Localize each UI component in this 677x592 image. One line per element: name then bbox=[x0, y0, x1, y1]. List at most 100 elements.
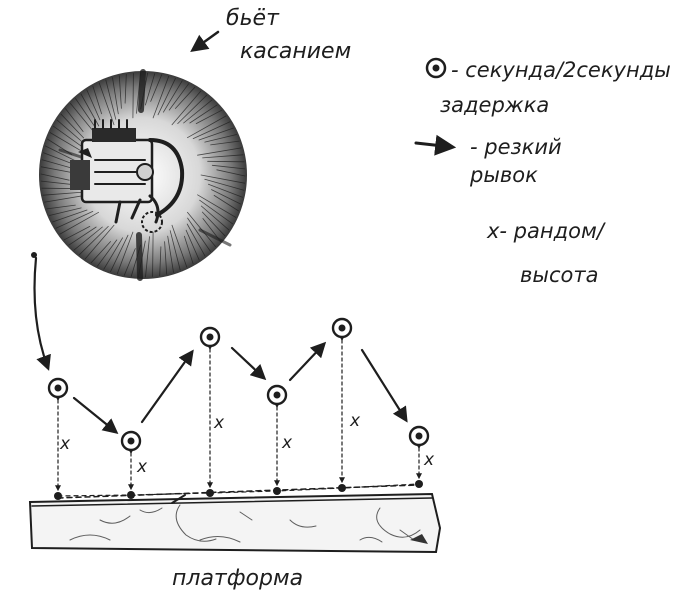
hatch-stroke bbox=[46, 204, 76, 210]
hatch-stroke bbox=[116, 231, 134, 275]
hatch-stroke bbox=[68, 226, 97, 246]
entry-arrow bbox=[33, 256, 51, 371]
height-mark-1: x bbox=[59, 434, 71, 454]
touch-pointer-arrow bbox=[190, 30, 220, 53]
hatch-stroke bbox=[167, 235, 174, 273]
hatch-stroke bbox=[207, 160, 245, 163]
hatch-stroke bbox=[210, 140, 240, 146]
hatch-stroke bbox=[197, 147, 242, 156]
pause-marker-center-2 bbox=[127, 437, 135, 445]
platform-label: платформа bbox=[172, 566, 303, 591]
hatch-stroke bbox=[118, 75, 122, 109]
hatch-stroke bbox=[105, 79, 117, 120]
dash-arrows bbox=[31, 252, 408, 434]
hatch-stroke bbox=[171, 90, 202, 126]
hatch-stroke bbox=[73, 226, 103, 251]
hatch-stroke bbox=[145, 236, 150, 278]
dash-arrow-2 bbox=[140, 349, 194, 424]
hatch-stroke bbox=[187, 115, 227, 139]
height-mark-5: x bbox=[349, 411, 361, 431]
hatch-stroke bbox=[157, 77, 176, 116]
height-mark-2: x bbox=[136, 457, 148, 477]
hatch-stroke bbox=[42, 191, 84, 196]
hatch-stroke bbox=[92, 85, 102, 115]
hatch-stroke bbox=[197, 194, 237, 218]
hatch-stroke bbox=[200, 174, 246, 184]
floor-point-2 bbox=[127, 491, 135, 499]
robot-icon bbox=[70, 119, 185, 233]
hatch-stroke bbox=[175, 86, 196, 109]
hatch-stroke bbox=[213, 195, 239, 212]
hatch-stroke bbox=[110, 234, 129, 273]
hatch-stroke bbox=[202, 211, 226, 237]
enemy-sketch-illustration bbox=[39, 69, 247, 281]
hatch-stroke bbox=[90, 241, 111, 264]
hatch-stroke bbox=[189, 104, 218, 124]
hatch-stroke bbox=[145, 73, 156, 106]
hatch-stroke bbox=[152, 75, 170, 119]
x-legend-line2: высота bbox=[520, 263, 598, 287]
hatch-stroke bbox=[65, 108, 84, 132]
hatch-stroke bbox=[211, 189, 242, 205]
height-labels: x x x x x x bbox=[59, 411, 435, 477]
hatch-stroke bbox=[40, 180, 75, 186]
hatch-stroke bbox=[56, 119, 86, 145]
arrow-legend-line2: рывок bbox=[469, 163, 538, 187]
hatch-stroke bbox=[202, 154, 244, 159]
x-legend-line1: x- рандом/ bbox=[486, 219, 606, 243]
pause-marker-center-1 bbox=[54, 384, 62, 392]
floor-point-4 bbox=[273, 487, 281, 495]
hatch-stroke bbox=[132, 73, 134, 119]
hatch-stroke bbox=[44, 145, 75, 161]
pause-marker-icon bbox=[425, 57, 447, 79]
floor-point-6 bbox=[415, 480, 423, 488]
height-mark-4: x bbox=[281, 433, 293, 453]
floor-point-3 bbox=[206, 489, 214, 497]
hatch-stroke bbox=[164, 241, 168, 275]
hatch-stroke bbox=[204, 178, 245, 191]
hatch-stroke bbox=[52, 209, 88, 223]
touch-attack-label-line1: бьёт bbox=[226, 6, 280, 31]
hatch-stroke bbox=[112, 77, 119, 115]
hatch-stroke bbox=[84, 224, 115, 260]
hatch-stroke bbox=[211, 164, 246, 170]
hatch-stroke bbox=[169, 230, 181, 271]
hatch-stroke bbox=[152, 231, 154, 277]
hatch-stroke bbox=[86, 89, 101, 121]
start-dot bbox=[31, 252, 37, 258]
hatch-stroke bbox=[79, 226, 109, 256]
floor-point-5 bbox=[338, 484, 346, 492]
hatch-stroke bbox=[40, 173, 70, 181]
floor-point-1 bbox=[54, 492, 62, 500]
pause-marker-center-6 bbox=[415, 432, 423, 440]
hatch-stroke bbox=[208, 183, 243, 198]
pause-marker-center-5 bbox=[338, 324, 346, 332]
hatch-stroke bbox=[123, 248, 136, 276]
hatch-stroke bbox=[198, 127, 234, 141]
hatch-stroke bbox=[98, 82, 115, 126]
dash-arrow-4 bbox=[288, 341, 327, 382]
hatch-stroke bbox=[187, 217, 211, 252]
legend: - секунда/2секунды задержка - резкий рыв… bbox=[414, 57, 671, 287]
hatch-stroke bbox=[204, 134, 237, 143]
hatch-stroke bbox=[150, 74, 163, 102]
hatch-stroke bbox=[55, 211, 94, 229]
hatch-stroke bbox=[199, 199, 233, 225]
hatch-stroke bbox=[124, 74, 127, 104]
hatch-stroke bbox=[200, 205, 230, 231]
arrow-legend-line1: - резкий bbox=[470, 135, 562, 159]
hatch-stroke bbox=[186, 223, 206, 257]
hatch-stroke bbox=[59, 211, 99, 235]
hatch-stroke bbox=[177, 94, 207, 124]
dash-arrow-1 bbox=[72, 396, 119, 434]
hatch-stroke bbox=[216, 169, 246, 177]
hatch-stroke bbox=[103, 237, 123, 270]
hatch-stroke bbox=[171, 224, 188, 268]
hatch-stroke bbox=[163, 80, 183, 113]
hatch-stroke bbox=[192, 121, 231, 139]
height-mark-3: x bbox=[213, 413, 225, 433]
jump-path bbox=[47, 317, 430, 500]
hatch-stroke bbox=[63, 226, 91, 241]
dash-arrow-icon bbox=[414, 134, 457, 156]
